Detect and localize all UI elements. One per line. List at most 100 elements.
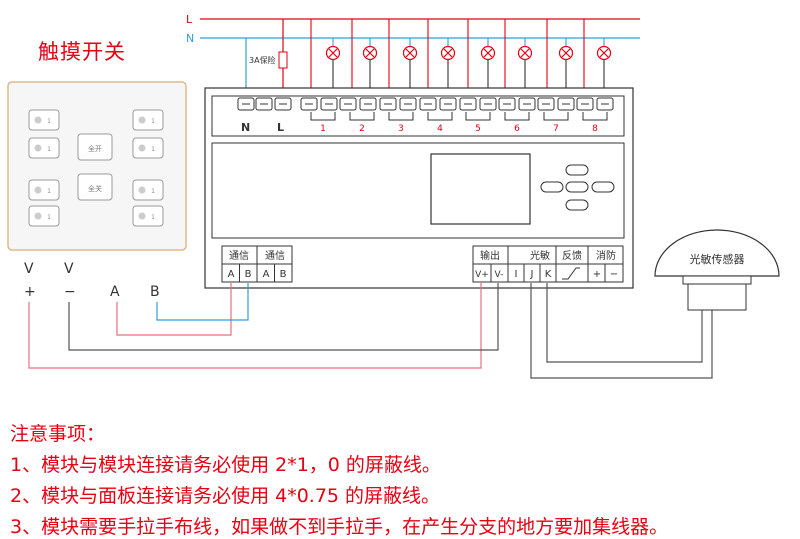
lamp-cross-icon [520,48,530,58]
panel-key-box [132,109,164,131]
supply-v2: V [64,261,74,277]
wire-a [116,283,232,336]
channel-number: 5 [475,124,481,134]
top-terminals [237,97,614,111]
module-key-right [591,181,615,193]
panel-key-label: 1 [47,118,51,125]
channel-number: 7 [553,124,559,134]
channel-number: 8 [592,124,598,134]
panel-key-icon [34,116,42,124]
key-all-off[interactable]: 全关 [77,173,113,201]
panel-key-label: 1 [151,188,155,195]
channel-number: 3 [398,124,404,134]
panel-key-label: 1 [151,146,155,153]
panel-scene-key[interactable]: 1 [28,205,60,227]
channel-bracket [310,112,336,121]
channel-bracket [349,112,375,121]
wire-b [156,283,249,321]
key-all-off-label: 全关 [88,184,102,193]
lcd-display [430,153,531,225]
panel-key-label: 1 [47,188,51,195]
panel-key-box [28,137,60,159]
comm-header-2: 通信 [265,250,285,262]
pin-i: I [515,269,518,280]
channel-number: 6 [514,124,520,134]
panel-key-box [28,109,60,131]
panel-key-icon [34,212,42,220]
lamp-cross-icon [561,48,571,58]
io-header-fire: 消防 [596,249,616,262]
channel-number: 1 [320,124,326,134]
channel-bracket [582,112,608,121]
bus-l-label: L [186,13,193,26]
io-header-feedback: 反馈 [562,249,582,262]
pin-fire-minus: − [610,269,618,280]
fuse-icon [278,51,288,69]
wire-sensor-k [546,283,703,363]
channel-bracket [504,112,530,121]
panel-key-label: 1 [47,214,51,221]
fuse-label: 3A保险 [249,55,276,65]
panel-key-icon [138,144,146,152]
panel-key-icon [138,116,146,124]
notes-title: 注意事项： [10,423,106,445]
channel-bracket [427,112,453,121]
key-all-on-box [77,133,113,161]
supply-minus: − [64,284,76,300]
panel-key-box [28,179,60,201]
channel-number: 2 [359,124,365,134]
panel-key-label: 1 [151,214,155,221]
panel-scene-key[interactable]: 1 [28,179,60,201]
panel-key-icon [34,144,42,152]
pin-a-1: A [228,269,235,280]
light-sensor-label: 光敏传感器 [690,252,745,266]
light-sensor-body [687,283,747,311]
module-key-left [540,181,564,193]
panel-key-label: 1 [151,118,155,125]
panel-scene-key[interactable]: 1 [28,137,60,159]
panel-key-label: 1 [47,146,51,153]
feedback-contact-icon [562,267,580,280]
panel-key-box [132,179,164,201]
lamp-cross-icon [483,48,493,58]
supply-plus: + [24,284,36,300]
pin-vminus: V- [495,270,504,280]
channel-bracket [465,112,491,121]
module-key-down [565,199,589,211]
channel-bracket [543,112,569,121]
channel-numbers: 1 2 3 4 5 6 7 8 [310,112,608,134]
panel-key-icon [138,212,146,220]
channel-number: 4 [437,124,443,134]
panel-scene-key[interactable]: 1 [132,205,164,227]
touch-panel-keys: 1 1 1 1 1 1 1 1 [28,109,164,227]
channel-bracket [388,112,414,121]
terminal-l-label: L [277,121,284,134]
wire-vminus [68,283,499,351]
panel-scene-key[interactable]: 1 [132,109,164,131]
panel-scene-key[interactable]: 1 [132,137,164,159]
module-key-up [565,164,589,176]
panel-scene-key[interactable]: 1 [132,179,164,201]
comm-header-1: 通信 [229,250,249,262]
key-all-on[interactable]: 全开 [77,133,113,161]
panel-key-box [132,137,164,159]
panel-key-icon [34,186,42,194]
pin-k: K [545,269,552,280]
panel-key-box [132,205,164,227]
pin-fire-plus: + [593,269,601,280]
lamp-cross-icon [599,48,609,58]
note-line-2: 2、模块与面板连接请务必使用 4*0.75 的屏蔽线。 [10,485,441,507]
pin-j: J [530,269,534,280]
key-all-on-label: 全开 [88,144,102,153]
wire-sensor-j [530,283,713,379]
note-line-3: 3、模块需要手拉手布线，如果做不到手拉手，在产生分支的地方要加集线器。 [10,516,669,538]
terminal-n-label: N [241,121,250,134]
wire-vplus [28,283,482,369]
supply-v1: V [24,261,34,277]
lamp-loads [310,19,612,97]
lamp-cross-icon [365,48,375,58]
panel-scene-key[interactable]: 1 [28,109,60,131]
pin-b-1: B [245,269,252,280]
io-header-light: 光敏 [530,249,550,262]
bus-a-label: A [110,284,120,300]
